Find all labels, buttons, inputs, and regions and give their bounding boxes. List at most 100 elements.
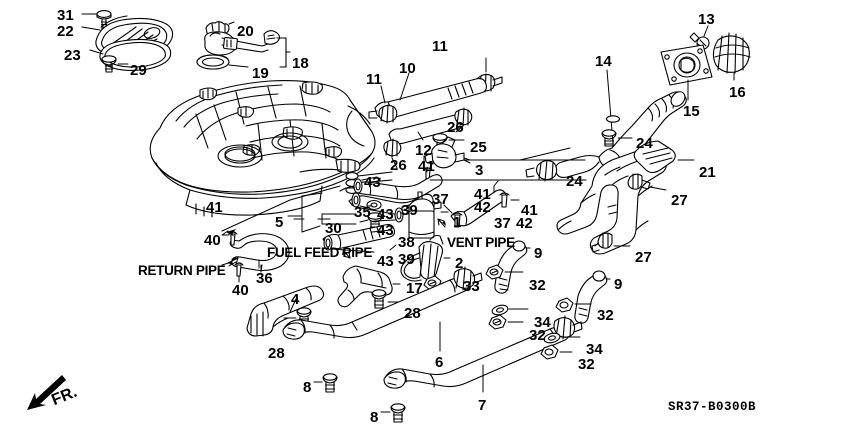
callout-43-c43d: 43 bbox=[377, 253, 394, 270]
part-filler-connector-clamp bbox=[525, 159, 558, 182]
callout-40-c40b: 40 bbox=[232, 282, 249, 299]
callout-30-c30: 30 bbox=[325, 220, 342, 237]
part-16-fuel-cap bbox=[712, 32, 751, 74]
callout-32-c32a: 32 bbox=[529, 277, 546, 294]
callout-32-c32d: 32 bbox=[578, 356, 595, 373]
callout-8-c8a: 8 bbox=[303, 379, 312, 396]
front-direction-arrow bbox=[27, 375, 66, 410]
part-15-filler-plate bbox=[660, 44, 713, 86]
part-43-grommet-c bbox=[394, 207, 404, 223]
callout-28-c28b: 28 bbox=[268, 345, 285, 362]
callout-5-c5: 5 bbox=[275, 214, 284, 231]
callout-16-c16: 16 bbox=[729, 84, 746, 101]
part-41-clip-vent-a bbox=[452, 212, 463, 228]
callout-12-c12: 12 bbox=[415, 142, 432, 159]
callout-28-c28a: 28 bbox=[404, 305, 421, 322]
callout-37-c37a: 37 bbox=[432, 191, 449, 208]
diagram-part-number: SR37-B0300B bbox=[668, 400, 757, 414]
part-26-clamp-a bbox=[454, 107, 473, 127]
part-36-return-hose bbox=[229, 233, 290, 272]
callout-41-c41d: 41 bbox=[521, 202, 538, 219]
callout-41-c41c: 41 bbox=[474, 186, 491, 203]
callout-22-c22: 22 bbox=[57, 23, 74, 40]
callout-9-c9a: 9 bbox=[534, 245, 543, 262]
callout-35-c35: 35 bbox=[354, 204, 371, 221]
callout-32-c32b: 32 bbox=[529, 327, 546, 344]
part-14-filler-pipe bbox=[555, 91, 687, 178]
callout-13-c13: 13 bbox=[698, 11, 715, 28]
callout-34-c34b: 34 bbox=[586, 341, 603, 358]
part-18-fuel-sender bbox=[204, 30, 287, 68]
callout-4-c4: 4 bbox=[291, 291, 300, 308]
callout-21-c21: 21 bbox=[699, 164, 716, 181]
callout-19-c19: 19 bbox=[252, 65, 269, 82]
callout-11-c11a: 11 bbox=[366, 71, 382, 88]
callout-40-c40a: 40 bbox=[204, 232, 221, 249]
part-40-clip-b bbox=[234, 262, 244, 277]
part-38-return-pipe bbox=[322, 223, 396, 250]
callout-32-c32c: 32 bbox=[597, 307, 614, 324]
callout-15-c15: 15 bbox=[683, 103, 700, 120]
callout-42-c42a: 42 bbox=[474, 199, 491, 216]
callout-42-c42b: 42 bbox=[516, 215, 533, 232]
callout-43-c43b: 43 bbox=[377, 206, 394, 223]
part-9-hose-b bbox=[574, 270, 608, 324]
callout-41-c41b: 41 bbox=[206, 199, 223, 216]
part-41-clip-vent-b bbox=[499, 192, 510, 208]
part-43-grommet-a bbox=[353, 178, 363, 194]
callout-9-c9b: 9 bbox=[614, 276, 623, 293]
part-32-nut-d bbox=[540, 344, 559, 360]
callout-8-c8b: 8 bbox=[370, 409, 379, 426]
callout-24-c24a: 24 bbox=[636, 135, 653, 152]
callout-26-c26a: 26 bbox=[447, 119, 464, 136]
callout-3-c3: 3 bbox=[475, 162, 484, 179]
part-35-washer bbox=[366, 199, 382, 211]
callout-23-c23: 23 bbox=[64, 47, 81, 64]
callout-31-c31: 31 bbox=[57, 7, 74, 24]
callout-1-c1: 1 bbox=[453, 214, 462, 231]
part-28-bolt-a bbox=[371, 289, 387, 309]
part-32-nut-b bbox=[488, 314, 507, 330]
part-4-protector bbox=[246, 285, 325, 337]
part-34-washer-b bbox=[543, 332, 561, 344]
part-27-clip-b bbox=[591, 232, 613, 253]
callout-33-c33: 33 bbox=[463, 278, 480, 295]
part-32-nut-c bbox=[555, 297, 574, 313]
callout-27-c27a: 27 bbox=[671, 192, 688, 209]
part-8-bolt-a bbox=[322, 373, 338, 393]
callout-11-c11b: 11 bbox=[432, 38, 448, 55]
callout-7-c7: 7 bbox=[478, 397, 487, 414]
t-return-pipe: RETURN PIPE bbox=[138, 263, 226, 278]
part-30-fuel-feed-pipe bbox=[352, 174, 443, 201]
callout-34-c34a: 34 bbox=[534, 314, 551, 331]
part-6-fuel-line bbox=[282, 277, 470, 340]
part-43-grommet-d bbox=[323, 235, 333, 251]
callout-2-c2: 2 bbox=[455, 255, 464, 272]
part-6-line-end-clamp bbox=[453, 266, 483, 291]
callout-29-c29: 29 bbox=[130, 62, 147, 79]
t-fuel-feed-pipe: FUEL FEED PIPE bbox=[267, 245, 373, 260]
callout-38-c38: 38 bbox=[398, 234, 415, 251]
part-27-clip-a bbox=[627, 173, 651, 190]
part-29-bolt bbox=[101, 55, 117, 73]
callout-25-c25: 25 bbox=[470, 139, 487, 156]
callout-14-c14: 14 bbox=[595, 53, 612, 70]
part-fuel-tank-body bbox=[149, 80, 393, 218]
part-32-nut-a bbox=[485, 264, 504, 280]
callout-39-c39a: 39 bbox=[401, 202, 418, 219]
part-8-bolt-b bbox=[390, 403, 406, 423]
part-9-hose-a bbox=[494, 240, 528, 294]
callout-20-c20: 20 bbox=[237, 23, 254, 40]
part-11-clamp-lower bbox=[368, 104, 398, 124]
callout-37-c37b: 37 bbox=[494, 215, 511, 232]
part-17-bracket bbox=[337, 265, 393, 308]
callout-43-c43a: 43 bbox=[364, 174, 381, 191]
part-1-fuel-filter bbox=[401, 191, 442, 239]
part-26-clamp-b bbox=[383, 138, 402, 158]
part-3-two-way-valve bbox=[424, 136, 465, 169]
callout-6-c6: 6 bbox=[435, 354, 444, 371]
part-19-seal-ring bbox=[196, 54, 230, 70]
part-34-washer-a bbox=[491, 304, 509, 316]
